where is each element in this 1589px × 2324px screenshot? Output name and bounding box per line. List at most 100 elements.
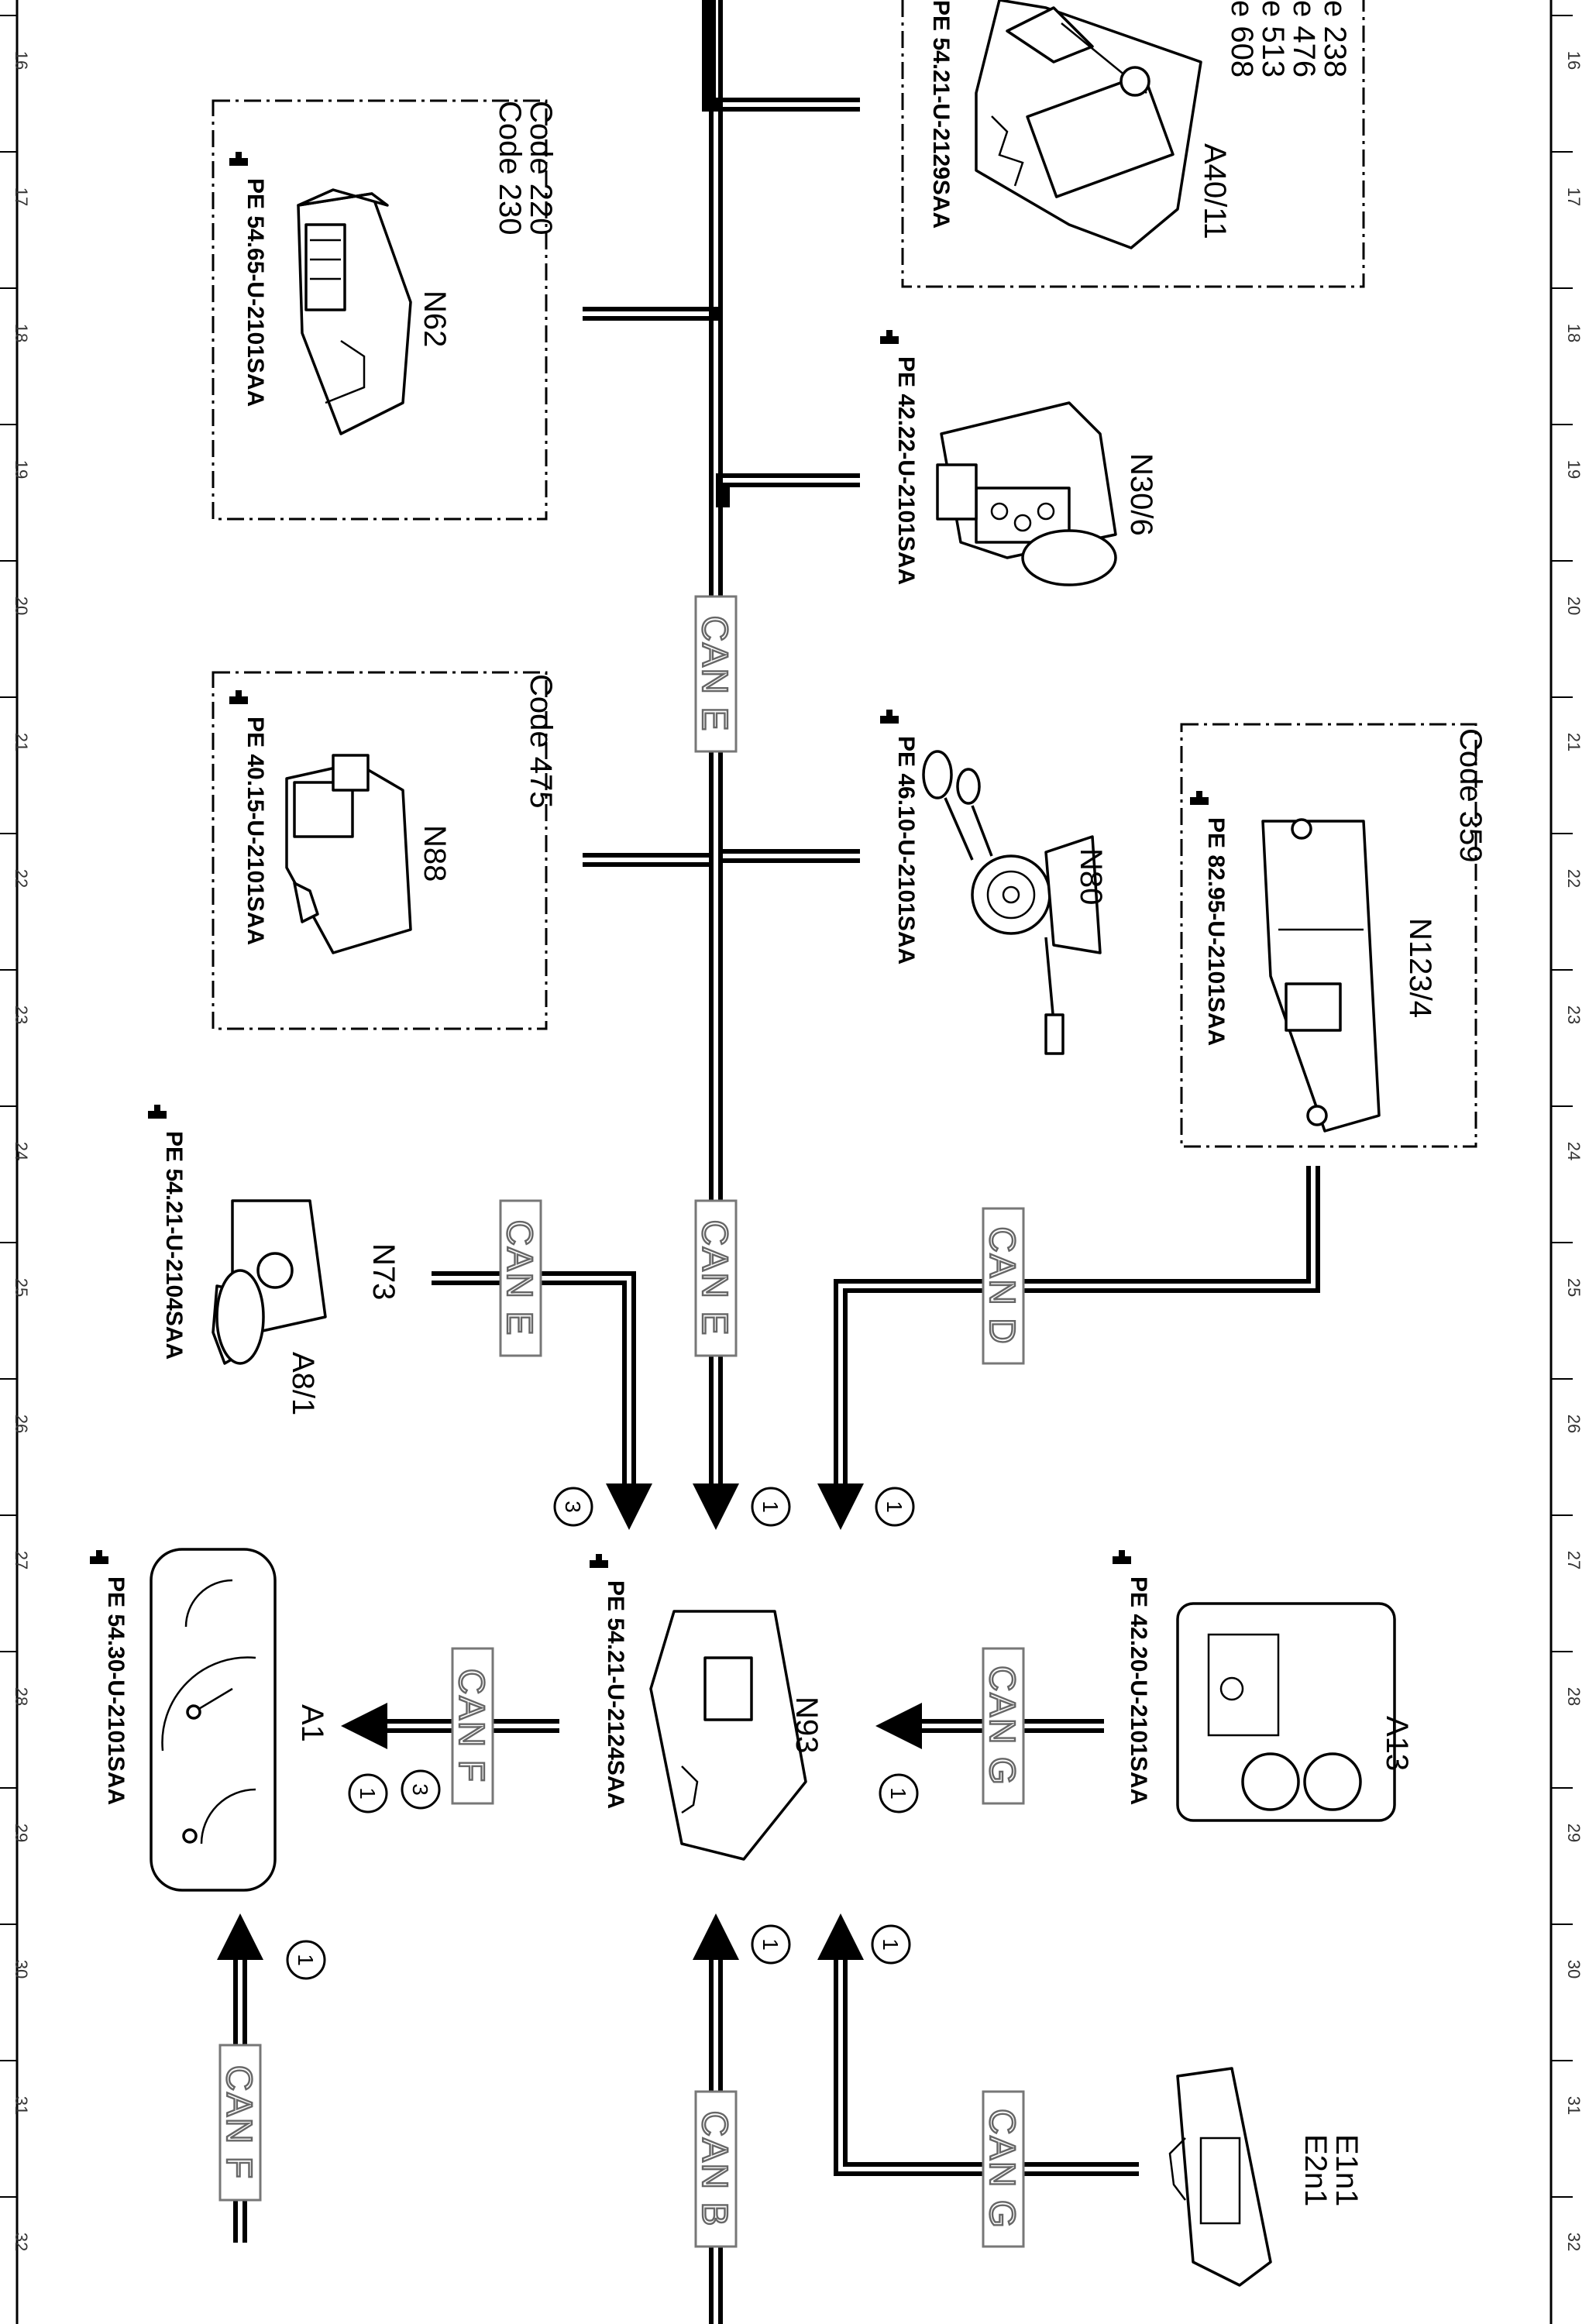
grid-number: 31 <box>1564 2096 1584 2115</box>
n123-4-pe: PE 82.95-U-2101SAA <box>1203 817 1229 1046</box>
arrow-a1 <box>341 1703 387 1749</box>
grid-number: 21 <box>12 733 31 751</box>
can-f-a1-label: CAN F <box>452 1669 492 1783</box>
n62-code-2: Code 230 <box>493 101 527 235</box>
arrow-a13 <box>875 1703 922 1749</box>
n62-code-1: Code 220 <box>524 101 558 235</box>
n62-pe: PE 54.65-U-2101SAA <box>242 178 268 407</box>
n123-4-drawing <box>1261 818 1381 1133</box>
grid-number: 16 <box>12 51 31 70</box>
a40-11-code-1: e 238 <box>1318 0 1352 77</box>
marker-a1-lower: 1 <box>294 1954 318 1966</box>
can-d-label: CAN D <box>982 1226 1023 1345</box>
grid-number: 24 <box>12 1142 31 1160</box>
grid-number: 17 <box>1564 187 1584 206</box>
n73-drawing <box>212 1199 327 1365</box>
pe-hand-icon <box>229 152 248 166</box>
grid-number: 29 <box>1564 1824 1584 1842</box>
code-box-n123-4 <box>1180 723 1477 1148</box>
can-g-lower-wire <box>834 1960 1139 2176</box>
n30-6-drawing <box>936 401 1117 586</box>
marker-a1-bottom: 1 <box>356 1787 380 1800</box>
can-g-a13-label: CAN G <box>982 1666 1023 1786</box>
can-e-trunk-label: CAN E <box>695 1220 735 1337</box>
marker-can-b: 1 <box>758 1938 782 1951</box>
n62-drawing <box>297 188 412 435</box>
can-g-lower-label: CAN G <box>982 2109 1023 2229</box>
code-box-a40-11 <box>901 0 1365 288</box>
n88-code-1: Code 475 <box>524 674 558 808</box>
a13-label: A13 <box>1380 1716 1414 1771</box>
arrow-n73 <box>606 1483 652 1530</box>
can-labels: CAN E CAN E CAN E CAN D CAN F CAN G CAN … <box>218 595 1025 2248</box>
can-d-wire <box>834 1166 1320 1483</box>
pe-hand-icon <box>148 1105 167 1119</box>
markers: 3 1 1 1 3 1 1 1 1 <box>286 1487 919 1980</box>
arrow-can-f-lower <box>217 1913 263 1960</box>
n93-drawing <box>649 1610 807 1861</box>
grid-number: 25 <box>12 1278 31 1297</box>
e1n1-label: E1n1 <box>1329 2134 1364 2206</box>
grid-number: 30 <box>12 1960 31 1978</box>
can-e-n73-label: CAN E <box>500 1220 540 1337</box>
n88-label: N88 <box>418 825 452 882</box>
e2n1-label: E2n1 <box>1298 2134 1333 2206</box>
n88-drawing <box>285 754 412 954</box>
can-f-lower-label: CAN F <box>219 2065 260 2180</box>
grid-number: 25 <box>1564 1278 1584 1297</box>
pe-hand-icon <box>1113 1550 1131 1564</box>
grid-number: 19 <box>12 460 31 479</box>
a1-drawing <box>150 1548 277 1892</box>
grid-number: 28 <box>1564 1687 1584 1706</box>
arrowheads <box>217 1483 922 1960</box>
marker-n73: 3 <box>561 1501 585 1513</box>
a40-11-code-4: e 608 <box>1225 0 1259 77</box>
n80-drawing <box>922 750 1102 1055</box>
arrow-trunk <box>693 1483 739 1530</box>
grid-number: 28 <box>12 1687 31 1706</box>
a8-1-label: A8/1 <box>286 1352 320 1415</box>
n30-6-pe: PE 42.22-U-2101SAA <box>893 356 919 585</box>
pe-hand-icons <box>90 152 1209 1568</box>
grid-number: 24 <box>1564 1142 1584 1160</box>
pe-hand-icon <box>90 1550 108 1564</box>
arrow-can-d <box>817 1483 864 1530</box>
grid-number: 32 <box>12 2233 31 2251</box>
grid-number: 31 <box>12 2096 31 2115</box>
arrow-can-b <box>693 1913 739 1960</box>
code-box-n62 <box>212 99 548 521</box>
grid-number: 23 <box>12 1006 31 1024</box>
n93-label: N93 <box>789 1697 824 1753</box>
a40-11-label: A40/11 <box>1198 143 1232 239</box>
component-labels: A40/11 PE 54.21-U-2129SAA e 238 e 476 e … <box>103 0 1488 2206</box>
n123-4-label: N123/4 <box>1403 918 1437 1018</box>
grid-number: 21 <box>1564 733 1584 751</box>
grid-number: 26 <box>1564 1415 1584 1433</box>
grid-number: 23 <box>1564 1006 1584 1024</box>
grid-number: 29 <box>12 1824 31 1842</box>
a40-11-pe: PE 54.21-U-2129SAA <box>928 0 954 229</box>
can-e-upper-label: CAN E <box>695 616 735 733</box>
marker-a1-top: 3 <box>408 1783 432 1796</box>
grid-number: 30 <box>1564 1960 1584 1978</box>
grid-number: 20 <box>12 596 31 615</box>
a13-drawing <box>1176 1602 1396 1822</box>
n62-label: N62 <box>418 290 452 347</box>
marker-trunk: 1 <box>758 1501 782 1513</box>
pe-hand-icon <box>229 690 248 704</box>
a40-11-drawing <box>975 0 1202 249</box>
marker-can-d: 1 <box>882 1501 906 1513</box>
grid-number: 19 <box>1564 460 1584 479</box>
pe-hand-icon <box>1190 791 1209 805</box>
e1n1-drawing <box>1168 2067 1272 2287</box>
grid-number: 18 <box>12 324 31 342</box>
grid-number: 27 <box>1564 1551 1584 1569</box>
pe-hand-icon <box>590 1554 608 1568</box>
n80-label: N80 <box>1074 848 1108 905</box>
a40-11-code-3: e 513 <box>1256 0 1290 77</box>
marker-a13: 1 <box>886 1787 910 1800</box>
n88-pe: PE 40.15-U-2101SAA <box>242 717 268 945</box>
n80-pe: PE 46.10-U-2101SAA <box>893 736 919 964</box>
